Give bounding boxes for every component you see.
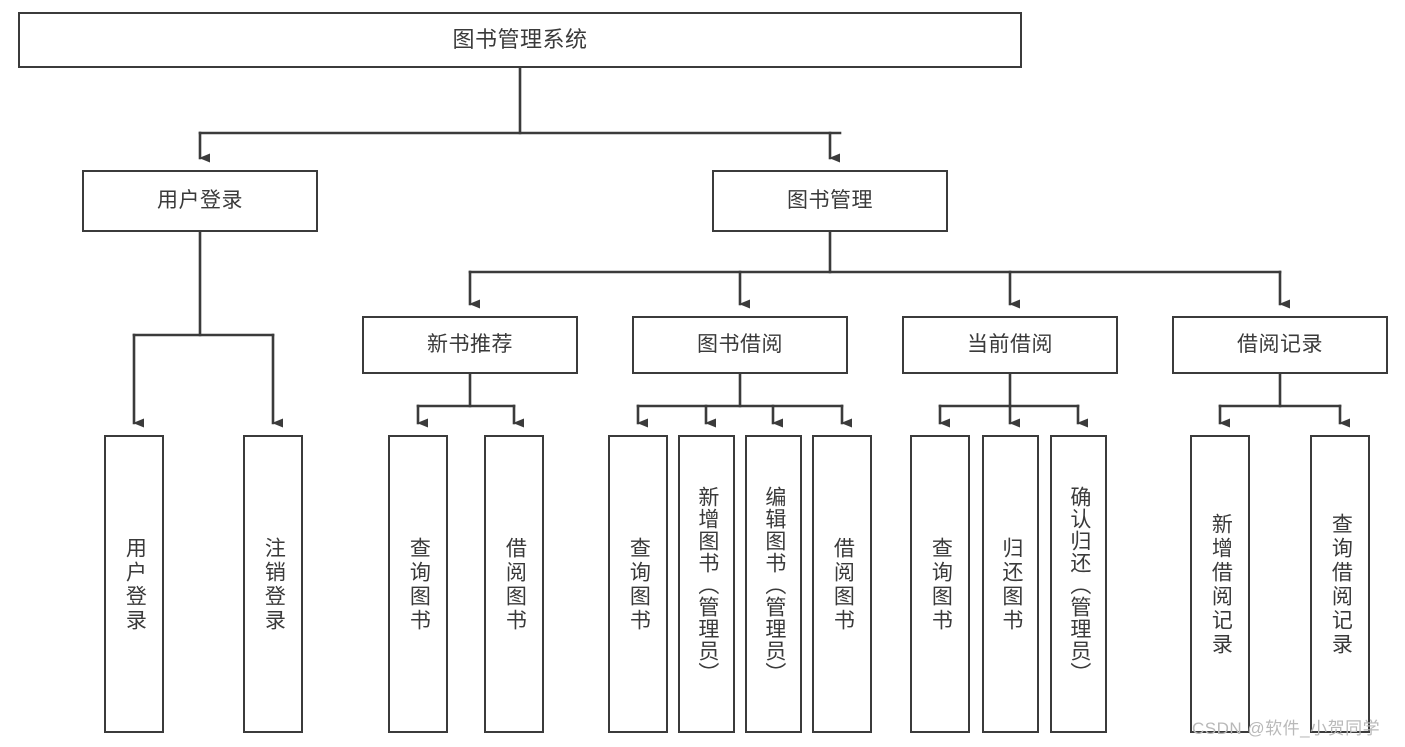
- node-label: 当前借阅: [967, 332, 1053, 356]
- leaf-return-book[interactable]: 归还图书: [982, 435, 1039, 733]
- leaf-borrow-book[interactable]: 借阅图书: [812, 435, 872, 733]
- node-label: 新增图书（管理员）: [695, 486, 719, 684]
- node-current-borrow[interactable]: 当前借阅: [902, 316, 1118, 374]
- leaf-user-login[interactable]: 用户登录: [104, 435, 164, 733]
- node-label: 查询图书: [929, 537, 953, 633]
- node-borrow-record[interactable]: 借阅记录: [1172, 316, 1388, 374]
- node-new-book-recommend[interactable]: 新书推荐: [362, 316, 578, 374]
- leaf-add-book-admin[interactable]: 新增图书（管理员）: [678, 435, 735, 733]
- leaf-query-book-newbook[interactable]: 查询图书: [388, 435, 448, 733]
- node-label: 确认归还（管理员）: [1067, 486, 1091, 684]
- csdn-watermark: CSDN @软件_小贺同学: [1192, 719, 1381, 738]
- node-label: 借阅图书: [831, 537, 855, 633]
- node-label: 用户登录: [157, 188, 243, 212]
- node-label: 用户登录: [123, 537, 147, 633]
- leaf-query-borrow-record[interactable]: 查询借阅记录: [1310, 435, 1370, 733]
- node-label: 编辑图书（管理员）: [762, 486, 786, 684]
- node-root-system[interactable]: 图书管理系统: [18, 12, 1022, 68]
- node-book-management[interactable]: 图书管理: [712, 170, 948, 232]
- node-label: 查询图书: [627, 537, 651, 633]
- node-label: 注销登录: [262, 537, 286, 633]
- node-book-borrow[interactable]: 图书借阅: [632, 316, 848, 374]
- leaf-confirm-return-admin[interactable]: 确认归还（管理员）: [1050, 435, 1107, 733]
- leaf-query-book-borrow[interactable]: 查询图书: [608, 435, 668, 733]
- node-label: 新书推荐: [427, 332, 513, 356]
- node-label: 图书管理: [787, 188, 873, 212]
- leaf-query-book-current[interactable]: 查询图书: [910, 435, 970, 733]
- leaf-logout[interactable]: 注销登录: [243, 435, 303, 733]
- node-label: 图书借阅: [697, 332, 783, 356]
- node-label: 借阅图书: [503, 537, 527, 633]
- node-label: 借阅记录: [1237, 332, 1323, 356]
- node-label: 新增借阅记录: [1209, 513, 1233, 657]
- node-user-login[interactable]: 用户登录: [82, 170, 318, 232]
- leaf-edit-book-admin[interactable]: 编辑图书（管理员）: [745, 435, 802, 733]
- node-label: 图书管理系统: [452, 27, 588, 53]
- node-label: 查询图书: [407, 537, 431, 633]
- leaf-borrow-book-newbook[interactable]: 借阅图书: [484, 435, 544, 733]
- node-label: 查询借阅记录: [1329, 513, 1353, 657]
- node-label: 归还图书: [999, 537, 1023, 633]
- leaf-add-borrow-record[interactable]: 新增借阅记录: [1190, 435, 1250, 733]
